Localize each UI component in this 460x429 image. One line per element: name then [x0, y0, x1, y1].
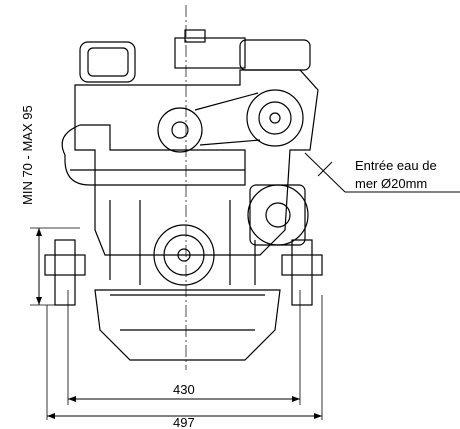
water-inlet-label-line2: mer Ø20mm [355, 176, 427, 191]
width-430-label: 430 [173, 382, 195, 397]
width-dimensions: 430 497 [46, 290, 323, 429]
height-dimension-label: MIN 70 - MAX 95 [20, 105, 35, 205]
engine-body [44, 29, 323, 361]
width-497-label: 497 [173, 415, 195, 429]
height-dimension: MIN 70 - MAX 95 [20, 105, 80, 306]
water-inlet-label-line1: Entrée eau de [355, 158, 437, 173]
water-inlet-callout: Entrée eau de mer Ø20mm [304, 152, 460, 193]
